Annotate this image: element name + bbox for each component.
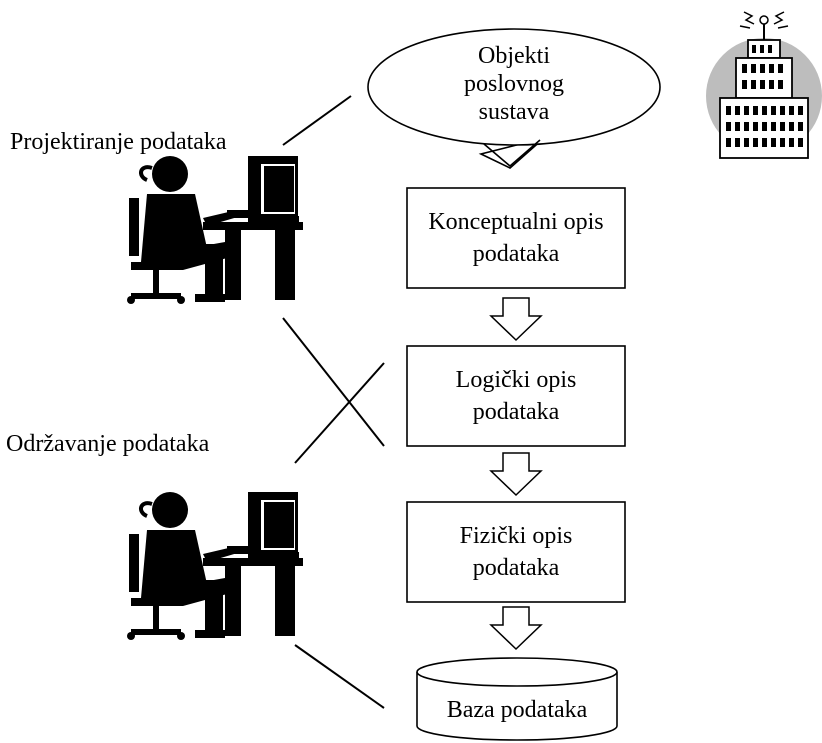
arrow-down-icon <box>489 297 543 342</box>
logical-text: Logički opis podataka <box>407 364 625 428</box>
physical-text: Fizički opis podataka <box>407 520 625 584</box>
maintainer-at-computer-icon <box>127 492 303 640</box>
physical-box <box>406 501 626 603</box>
logical-box <box>406 345 626 447</box>
office-building-icon <box>706 11 822 159</box>
maintenance-label: Održavanje podataka <box>6 431 210 457</box>
box-line: podataka <box>472 241 560 267</box>
box-line: podataka <box>472 399 560 425</box>
arrow-down-icon <box>489 606 543 651</box>
connector-line <box>294 644 385 709</box>
connector-line <box>282 317 385 447</box>
box-line: Logički opis <box>455 367 577 393</box>
conceptual-text: Konceptualni opis podataka <box>407 206 625 270</box>
box-line: podataka <box>472 555 560 581</box>
box-line: Fizički opis <box>459 523 573 549</box>
business-objects-text: Objekti poslovnog sustava <box>414 42 614 126</box>
designer-at-computer-icon <box>127 156 303 304</box>
connector-line <box>282 95 352 146</box>
database-cylinder <box>416 657 618 741</box>
box-line: Konceptualni opis <box>428 209 604 235</box>
callout-line: sustava <box>478 99 550 125</box>
design-label: Projektiranje podataka <box>10 129 227 155</box>
callout-line: Objekti <box>478 43 550 69</box>
arrow-down-icon <box>489 452 543 497</box>
business-objects-callout <box>367 28 661 169</box>
connector-line <box>294 362 385 464</box>
conceptual-box <box>406 187 626 289</box>
callout-line: poslovnog <box>463 71 564 97</box>
database-text: Baza podataka <box>446 697 588 723</box>
